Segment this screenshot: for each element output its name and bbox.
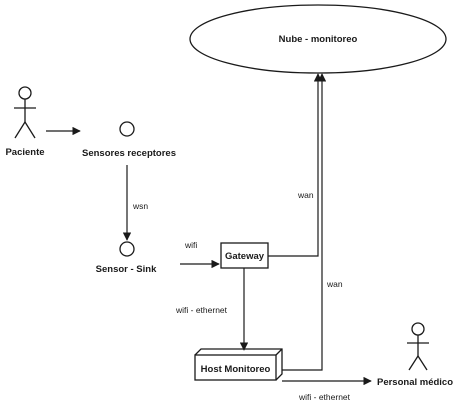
edge-gateway-cloud [268, 73, 323, 257]
edge-label-wan-gateway: wan [297, 190, 314, 200]
sensors-label: Sensores receptores [82, 148, 176, 159]
staff-label: Personal médico [377, 377, 453, 388]
edge-label-wifi-ethernet-gateway: wifi - ethernet [175, 305, 228, 315]
cloud-label: Nube - monitoreo [279, 34, 358, 45]
cloud-node [189, 4, 447, 74]
edge-label-wifi: wifi [184, 240, 197, 250]
sensors-node-icon [119, 121, 135, 137]
host-label: Host Monitoreo [201, 364, 271, 375]
host-node [194, 348, 283, 381]
patient-actor-icon [14, 86, 36, 139]
edge-label-wifi-ethernet-host: wifi - ethernet [298, 392, 351, 402]
edge-label-wsn: wsn [132, 201, 148, 211]
edge-host-cloud [282, 73, 327, 371]
gateway-label: Gateway [225, 251, 265, 262]
sink-label: Sensor - Sink [96, 264, 157, 275]
sink-node-icon [119, 241, 135, 257]
staff-actor-icon [407, 322, 429, 371]
edge-label-wan-host: wan [326, 279, 343, 289]
patient-label: Paciente [5, 147, 44, 158]
